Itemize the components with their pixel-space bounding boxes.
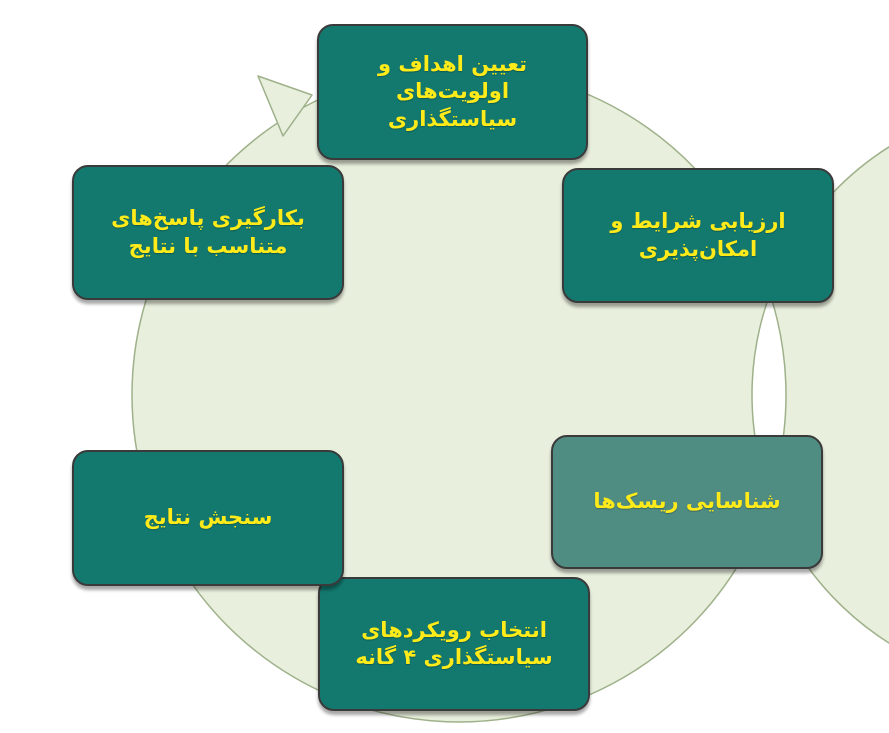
step-set-goals-box: تعیین اهداف و اولویت‌های سیاستگذاری — [317, 24, 588, 160]
step-assess-conditions-label: ارزیابی شرایط و امکان‌پذیری — [610, 209, 786, 261]
cycle-arrowhead — [257, 75, 313, 137]
step-measure-results-box: سنجش نتایج — [72, 450, 344, 586]
step-apply-responses-label: بکارگیری پاسخ‌های متناسب با نتایج — [111, 206, 305, 258]
step-identify-risks-label: شناسایی ریسک‌ها — [593, 489, 781, 514]
step-identify-risks-box: شناسایی ریسک‌ها — [551, 435, 823, 569]
step-select-approaches-label: انتخاب رویکردهای سیاستگذاری ۴ گانه — [355, 617, 553, 669]
step-apply-responses-box: بکارگیری پاسخ‌های متناسب با نتایج — [72, 165, 344, 300]
step-set-goals-label: تعیین اهداف و اولویت‌های سیاستگذاری — [378, 52, 527, 131]
step-measure-results-label: سنجش نتایج — [143, 505, 273, 530]
step-select-approaches-box: انتخاب رویکردهای سیاستگذاری ۴ گانه — [318, 577, 590, 711]
step-assess-conditions-box: ارزیابی شرایط و امکان‌پذیری — [562, 168, 834, 303]
